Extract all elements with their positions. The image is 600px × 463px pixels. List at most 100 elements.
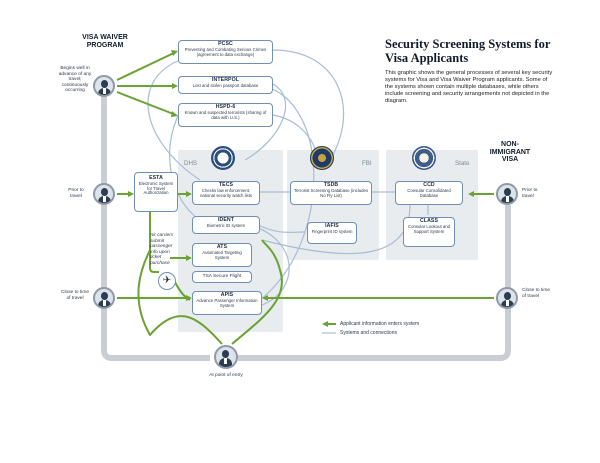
ats-box: ATS Automated Targeting System bbox=[192, 243, 252, 267]
hspd6-title: HSPD-6 bbox=[215, 104, 236, 110]
dhs-seal-icon bbox=[211, 146, 235, 170]
shirt-shape bbox=[506, 300, 509, 306]
head-shape bbox=[101, 292, 108, 300]
vwp-prior-note: Prior to travel bbox=[68, 188, 84, 199]
ident-box: IDENT Biometric ID system bbox=[192, 216, 260, 234]
vwp-to-pcsc bbox=[116, 51, 177, 81]
iafis-title: IAFIS bbox=[325, 223, 339, 229]
tsdb-title: TSDB bbox=[323, 182, 339, 188]
dhs-label: DHS bbox=[184, 160, 198, 167]
shirt-shape bbox=[103, 88, 106, 94]
apis-box: APIS Advance Passenger Information Syste… bbox=[192, 291, 262, 315]
apis-title: APIS bbox=[220, 292, 234, 298]
fbi-seal-icon bbox=[310, 146, 334, 170]
pcsc-box: PCSC Preventing and Combating Serious Cr… bbox=[178, 40, 273, 64]
pcsc-loop bbox=[147, 59, 201, 181]
vwp-to-hspd6 bbox=[116, 91, 177, 116]
shirt-shape bbox=[103, 196, 106, 202]
pcsc-to-tsdb bbox=[272, 49, 345, 161]
pcsc-desc: Preventing and Combating Serious Crimes … bbox=[184, 46, 267, 57]
esta-title: ESTA bbox=[149, 175, 163, 181]
tecs-box: TECS Checks law enforcement, national se… bbox=[192, 181, 260, 205]
class-box: CLASS Consular Lookout and Support Syste… bbox=[403, 217, 455, 247]
arrowhead-esta bbox=[128, 191, 134, 197]
hspd6-box: HSPD-6 Known and suspected terrorists (s… bbox=[178, 103, 273, 127]
fbi-label: FBI bbox=[362, 160, 372, 167]
class-title: CLASS bbox=[419, 218, 439, 224]
tecs-desc: Checks law enforcement, national securit… bbox=[199, 187, 253, 198]
shirt-shape bbox=[103, 300, 106, 306]
interpol-to-tecs bbox=[244, 83, 286, 161]
vwp-close-note: Close to time of travel bbox=[61, 290, 89, 301]
interpol-desc: Lost and stolen passport database bbox=[192, 82, 259, 88]
arrowhead-interpol bbox=[172, 83, 178, 89]
vwp-traveler-3-avatar bbox=[93, 287, 115, 309]
iafis-desc: Fingerprint ID system bbox=[311, 228, 353, 234]
esta-box: ESTA Electronic System for Travel Author… bbox=[134, 172, 178, 212]
interpol-title: INTERPOL bbox=[211, 77, 240, 83]
ccd-title: CCD bbox=[423, 182, 435, 188]
page-description: This graphic shows the general processes… bbox=[385, 70, 553, 104]
arrowhead-tecs bbox=[186, 191, 192, 197]
ident-to-iafis bbox=[257, 224, 306, 234]
arrowhead-ccd bbox=[468, 191, 474, 197]
esta-down bbox=[149, 212, 159, 273]
entry-note: At point of entry bbox=[209, 373, 243, 378]
entry-up-left bbox=[137, 249, 223, 345]
page-title: Security Screening Systems for Visa Appl… bbox=[385, 37, 551, 65]
tsa-box: TSA Secure Flight bbox=[192, 271, 252, 283]
iafis-box: IAFIS Fingerprint ID system bbox=[307, 222, 357, 244]
ats-desc: Automated Targeting System bbox=[202, 249, 242, 260]
entry-traveler-avatar bbox=[214, 345, 238, 369]
arrowhead-pcsc bbox=[171, 50, 178, 56]
class-desc: Consular Lookout and Support System bbox=[407, 223, 451, 234]
ident-desc: Biometric ID system bbox=[206, 222, 246, 228]
shirt-shape bbox=[506, 196, 509, 202]
shirt-shape bbox=[224, 358, 227, 364]
pcsc-title: PCSC bbox=[218, 41, 233, 47]
apis-desc: Advance Passenger Information System bbox=[196, 297, 258, 308]
green-arrows bbox=[116, 51, 494, 345]
vwp-traveler-1-avatar bbox=[93, 75, 115, 97]
arrowhead-hspd6 bbox=[171, 111, 178, 117]
ccd-box: CCD Consular Consolidated Database bbox=[395, 181, 463, 205]
airplane-icon: ✈ bbox=[158, 272, 176, 290]
right-timeline bbox=[238, 205, 511, 361]
vwp-begins-note: Begins well in advance of any travel; co… bbox=[58, 66, 92, 94]
head-shape bbox=[504, 292, 511, 300]
tsa-title: TSA Secure Flight bbox=[202, 274, 242, 279]
esta-desc: Electronic System for Travel Authorizati… bbox=[138, 180, 174, 196]
hspd6-desc: Known and suspected terrorists (sharing … bbox=[184, 109, 267, 120]
arrowhead-ats bbox=[186, 255, 192, 261]
niv-heading: NON-IMMIGRANT VISA bbox=[489, 141, 531, 164]
niv-close-note: Close to time of travel bbox=[522, 288, 550, 299]
ident-title: IDENT bbox=[217, 217, 235, 223]
arrowhead-apis-right bbox=[262, 295, 268, 301]
niv-traveler-2-avatar bbox=[496, 287, 518, 309]
vwp-heading: VISA WAIVER PROGRAM bbox=[82, 34, 128, 49]
head-shape bbox=[222, 350, 229, 358]
tsdb-desc: Terrorist Screening Database (includes N… bbox=[293, 187, 369, 198]
ccd-desc: Consular Consolidated Database bbox=[407, 187, 451, 198]
legend-systems-label: Systems and connections bbox=[340, 330, 397, 336]
left-timeline bbox=[101, 96, 210, 361]
interpol-box: INTERPOL Lost and stolen passport databa… bbox=[178, 76, 273, 94]
arrowhead-apis-left bbox=[186, 295, 192, 301]
ats-title: ATS bbox=[216, 244, 228, 250]
gray-main-path bbox=[101, 96, 511, 361]
head-shape bbox=[101, 188, 108, 196]
legend-applicant-label: Applicant information enters system bbox=[340, 321, 420, 327]
head-shape bbox=[504, 188, 511, 196]
niv-traveler-1-avatar bbox=[496, 183, 518, 205]
interpol-loop bbox=[254, 84, 315, 301]
vwp-traveler-2-avatar bbox=[93, 183, 115, 205]
tecs-title: TECS bbox=[218, 182, 234, 188]
tsdb-box: TSDB Terrorist Screening Database (inclu… bbox=[290, 181, 372, 205]
entry-up-right bbox=[231, 239, 283, 345]
state-label: State bbox=[455, 160, 470, 167]
air-carriers-note: Air carriers submit passenger info upon … bbox=[150, 233, 174, 266]
state-seal-icon bbox=[412, 146, 436, 170]
head-shape bbox=[101, 80, 108, 88]
